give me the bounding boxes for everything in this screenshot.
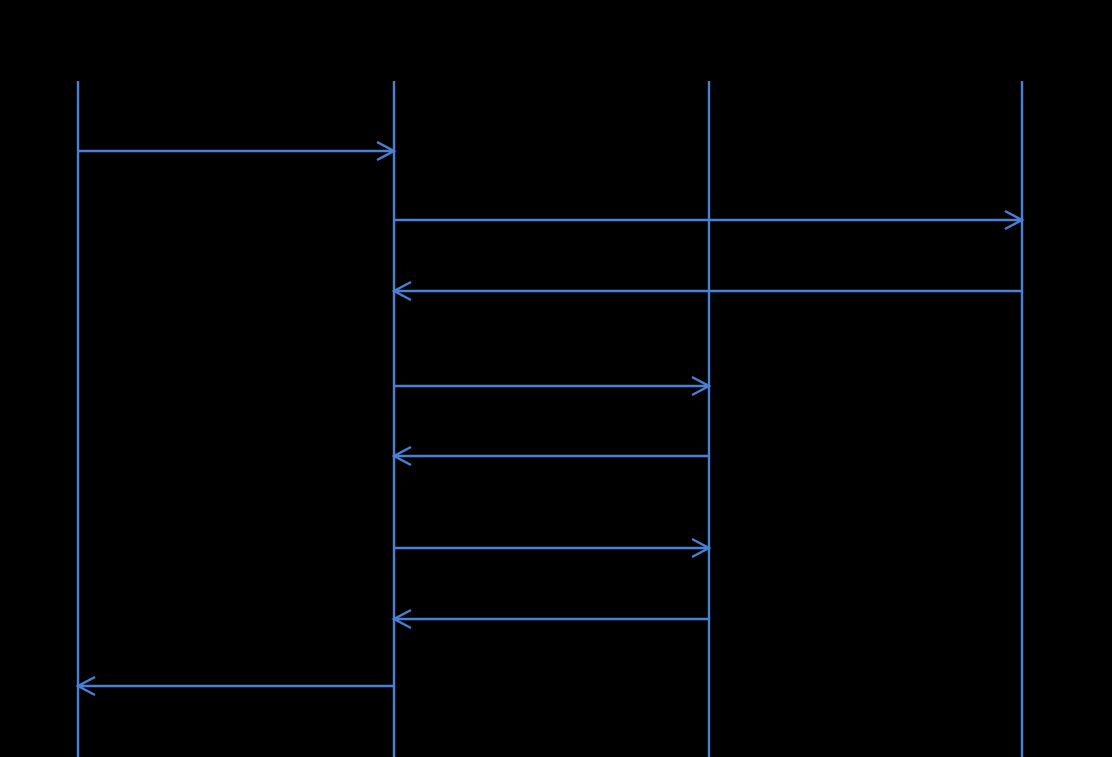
lifelines-group: [76, 81, 1024, 757]
message-arrowhead-7: [391, 608, 412, 630]
message-arrowhead-2: [1004, 209, 1025, 231]
message-1: [78, 140, 397, 162]
message-5: [391, 445, 709, 467]
message-arrowhead-4: [691, 375, 712, 397]
message-arrowhead-6: [691, 537, 712, 559]
message-arrowhead-3: [391, 280, 412, 302]
message-7: [391, 608, 709, 630]
message-2: [394, 209, 1025, 231]
message-4: [394, 375, 712, 397]
message-3: [391, 280, 1022, 302]
message-arrowhead-1: [376, 140, 397, 162]
message-arrowhead-5: [391, 445, 412, 467]
message-6: [394, 537, 712, 559]
message-8: [75, 675, 394, 697]
message-arrowhead-8: [75, 675, 96, 697]
messages-group: [75, 140, 1025, 697]
